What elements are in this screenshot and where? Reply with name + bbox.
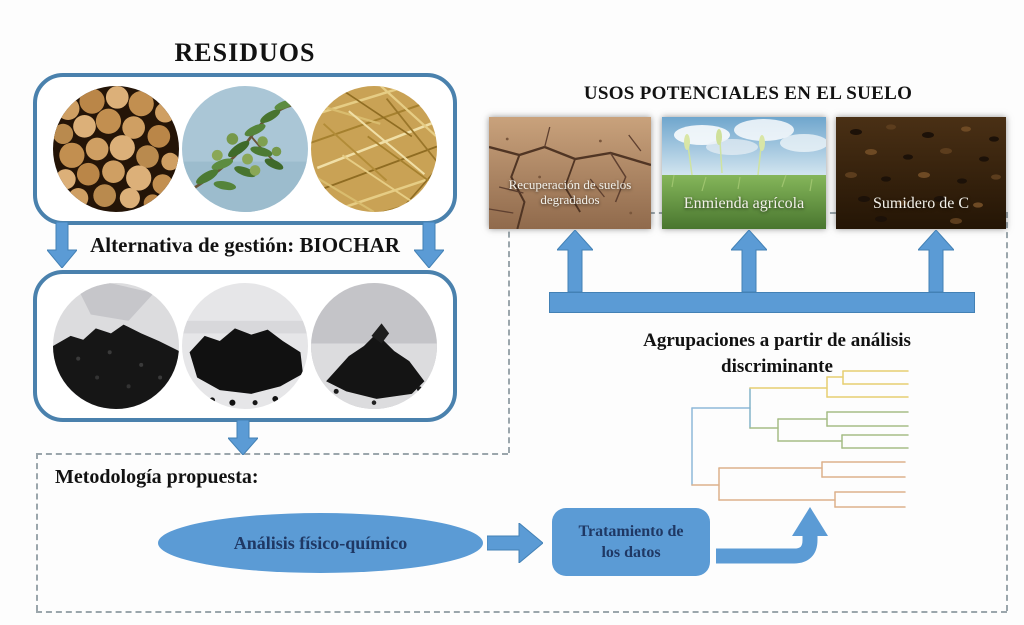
soil-uses-title: USOS POTENCIALES EN EL SUELO (583, 83, 913, 104)
dashed-methodology-top-edge (36, 453, 508, 455)
dendrogram (691, 370, 909, 508)
dashed-right-edge (1006, 212, 1008, 611)
cracked-soil-photo: Recuperación de suelos degradados (489, 117, 651, 229)
biochar-box (33, 270, 457, 422)
wood-logs-photo (53, 86, 179, 212)
dark-soil-photo: Sumidero de C (836, 117, 1006, 229)
treatment-label: Tratamiento de los datos (578, 523, 684, 561)
methodology-title: Metodología propuesta: (55, 466, 259, 488)
wheat-field-photo: Enmienda agrícola (662, 117, 826, 229)
residuos-title: RESIDUOS (174, 38, 316, 67)
biochar-pile-3-photo (311, 283, 437, 409)
distribution-bar (549, 292, 975, 313)
down-arrow-center (228, 420, 258, 455)
analysis-label: Análisis físico-químico (233, 532, 408, 553)
dashed-bottom-edge (36, 611, 1007, 613)
dashed-middle-edge (508, 212, 510, 453)
up-arrow-recuperacion (557, 230, 593, 292)
residues-box (33, 73, 457, 225)
dashed-left-edge (36, 453, 38, 611)
use-label-enmienda: Enmienda agrícola (683, 195, 805, 212)
treatment-box: Tratamiento de los datos (552, 508, 710, 576)
straw-photo (311, 86, 437, 212)
biochar-pile-1-photo (53, 283, 179, 409)
analysis-ellipse: Análisis físico-químico (158, 513, 483, 573)
use-label-sumidero: Sumidero de C (873, 195, 969, 212)
grouping-label: Agrupaciones a partir de análisis discri… (643, 330, 911, 377)
down-arrow-right (414, 222, 444, 268)
curved-up-arrow (716, 507, 828, 564)
use-label-recuperacion: Recuperación de suelos degradados (508, 177, 632, 207)
up-arrow-enmienda (731, 230, 767, 292)
management-label: Alternativa de gestión: BIOCHAR (90, 233, 400, 257)
down-arrow-left (47, 222, 77, 268)
right-arrow (487, 523, 543, 563)
olive-branch-photo (182, 86, 308, 212)
biochar-pile-2-photo (182, 283, 308, 409)
up-arrow-sumidero (918, 230, 954, 292)
